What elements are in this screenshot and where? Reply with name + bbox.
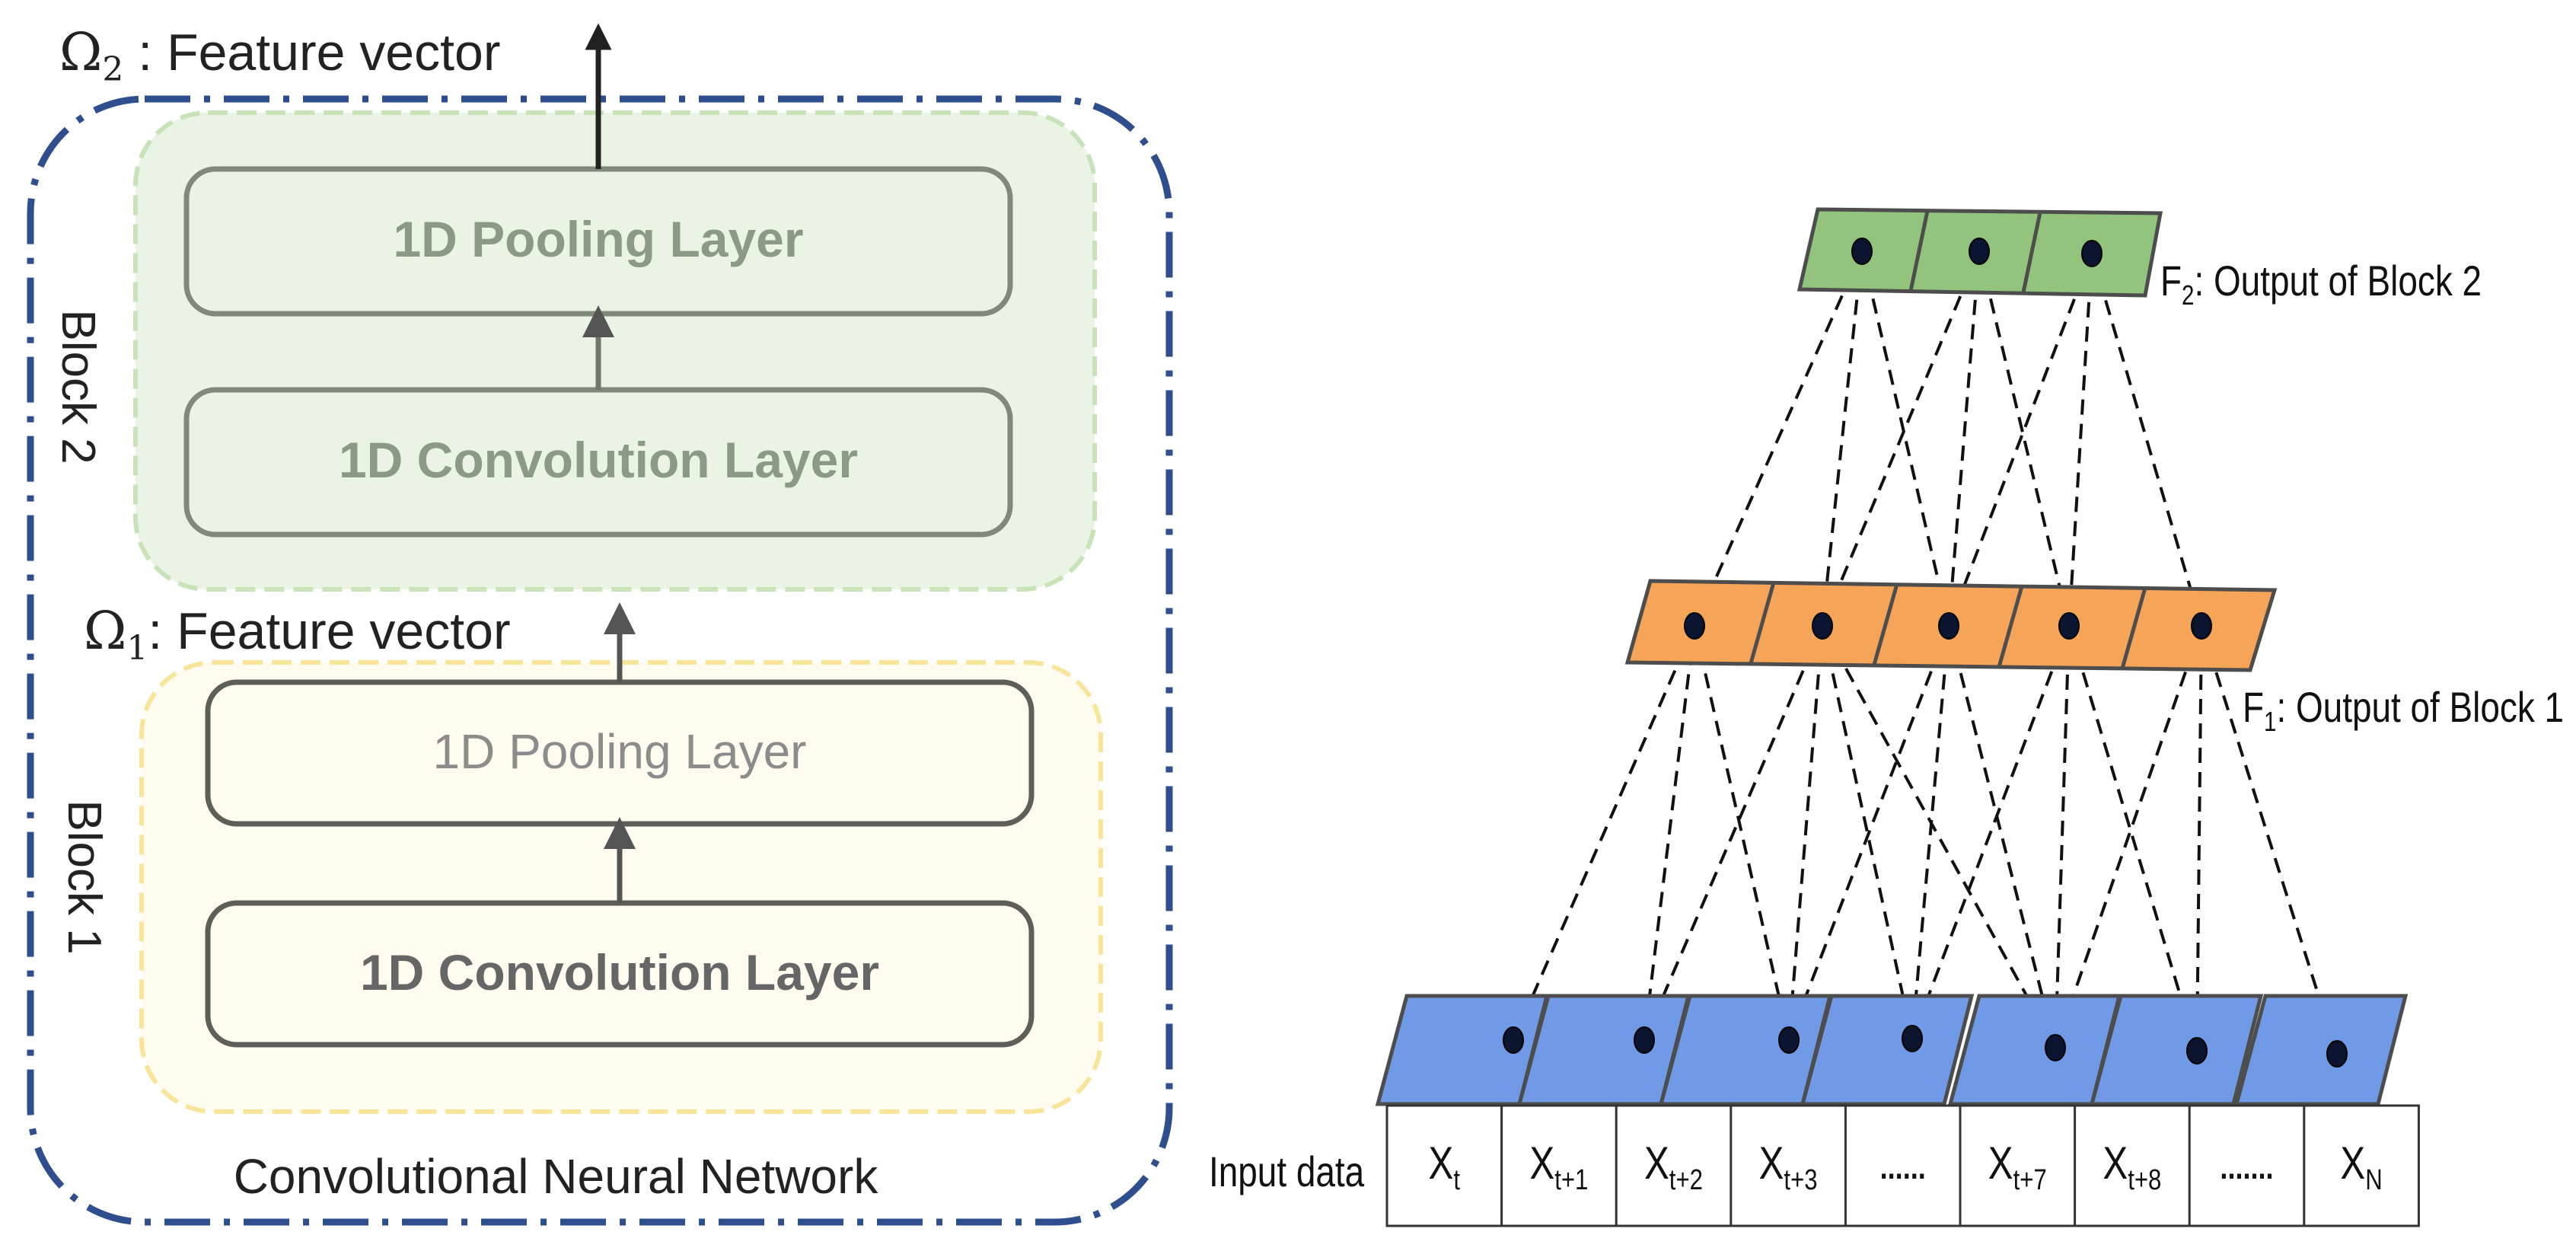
connection-line xyxy=(1821,625,2057,1048)
input-cell-label: Xt+7 xyxy=(1988,1137,2047,1195)
f1-neuron-dot xyxy=(2058,612,2080,640)
block2-container xyxy=(133,110,1097,592)
omega2-label: Ω2 : Feature vector xyxy=(59,23,500,89)
connection-line xyxy=(1787,625,1824,1041)
f2-neuron-dot xyxy=(1969,238,1990,265)
input-table-frame xyxy=(1385,1104,2420,1227)
f1-neuron-dot xyxy=(2191,612,2212,640)
input-neuron-dot xyxy=(1503,1026,1524,1054)
connection-line xyxy=(2054,625,2071,1048)
input-cell-label: ...... xyxy=(1880,1149,1926,1186)
f1-cell-divider xyxy=(1872,583,1899,665)
cnn-outer-label: Convolutional Neural Network xyxy=(234,1149,879,1204)
input-neuron-dot xyxy=(1902,1025,1923,1052)
input-neuron-dot xyxy=(2326,1040,2348,1067)
connection-line xyxy=(1787,625,1950,1041)
input-cell-shape xyxy=(1516,994,1691,1106)
connection-line xyxy=(2200,625,2338,1055)
input-cell-shape xyxy=(1800,994,1975,1106)
connection-line xyxy=(1643,625,1824,1041)
f1-cell-divider xyxy=(1749,582,1776,664)
f1-cell-divider xyxy=(1997,586,2024,668)
f1-label: F1: Output of Block 1 xyxy=(2243,684,2564,737)
block1-pooling-label: 1D Pooling Layer xyxy=(433,724,807,779)
connection-line xyxy=(1947,251,1981,627)
connection-line xyxy=(2067,625,2198,1052)
block2-conv-label: 1D Convolution Layer xyxy=(339,432,858,488)
f2-neuron-dot xyxy=(2081,240,2103,267)
neuron-dots xyxy=(1503,238,2348,1067)
input-data-label: Input data xyxy=(1209,1148,1365,1195)
connection-line xyxy=(1911,625,1950,1039)
f1-neuron-dot xyxy=(1684,612,1705,640)
block1-conv-label: 1D Convolution Layer xyxy=(360,944,879,1000)
connection-line xyxy=(1821,625,1914,1039)
f2-cell-divider xyxy=(2021,212,2042,293)
block2-pooling-label: 1D Pooling Layer xyxy=(393,211,803,267)
omega1-label: Ω1: Feature vector xyxy=(84,602,511,668)
connection-line xyxy=(2054,625,2203,1048)
input-cell-label: Xt+1 xyxy=(1529,1137,1588,1195)
connection-line xyxy=(1643,625,1696,1041)
connection-line xyxy=(1693,251,1863,627)
input-cell-shape xyxy=(2233,994,2409,1106)
block1-side-label: Block 1 xyxy=(58,799,110,954)
f1-cell-divider xyxy=(2120,587,2147,669)
input-cell-shape xyxy=(1375,994,1550,1106)
input-neuron-dot xyxy=(1634,1026,1655,1054)
connection-line xyxy=(2090,253,2203,627)
connection-line xyxy=(1512,625,1696,1041)
f1-neuron-dot xyxy=(1812,612,1833,640)
input-neuron-dot xyxy=(2186,1037,2208,1064)
input-cell-label: Xt+3 xyxy=(1759,1137,1818,1195)
feature-cells xyxy=(1375,207,2409,1106)
connection-line xyxy=(2067,253,2093,627)
dashed-connections xyxy=(1512,251,2338,1055)
input-cell-shape xyxy=(1947,994,2122,1106)
f2-neuron-dot xyxy=(1851,238,1873,265)
connection-line xyxy=(1821,251,1981,627)
f1-neuron-dot xyxy=(1938,612,1959,640)
input-cell-label: Xt+8 xyxy=(2103,1137,2161,1195)
input-cell-label: ....... xyxy=(2220,1149,2273,1186)
connection-line xyxy=(1860,251,1950,627)
input-data-table: Xt Xt+1 Xt+2 Xt+3...... Xt+7 Xt+8....... XN xyxy=(1385,1104,2420,1227)
connection-line xyxy=(1821,251,1863,627)
input-cell-label: Xt xyxy=(1429,1137,1461,1195)
f2-cell-divider xyxy=(1908,210,1930,292)
connection-line xyxy=(1978,251,2071,627)
connection-line xyxy=(1693,625,1790,1041)
input-cell-label: XN xyxy=(2340,1137,2382,1195)
input-cell-shape xyxy=(2089,994,2264,1106)
connection-line xyxy=(1947,625,2057,1048)
connection-line xyxy=(1947,253,2093,627)
block2-side-label: Block 2 xyxy=(52,309,104,464)
input-cell-shape xyxy=(1658,994,1833,1106)
connection-line xyxy=(1911,625,2071,1039)
connection-line xyxy=(2195,625,2203,1052)
input-neuron-dot xyxy=(1778,1026,1800,1054)
input-cell-label: Xt+2 xyxy=(1644,1137,1703,1195)
input-neuron-dot xyxy=(2045,1034,2066,1061)
f2-label: F2: Output of Block 2 xyxy=(2160,257,2482,311)
